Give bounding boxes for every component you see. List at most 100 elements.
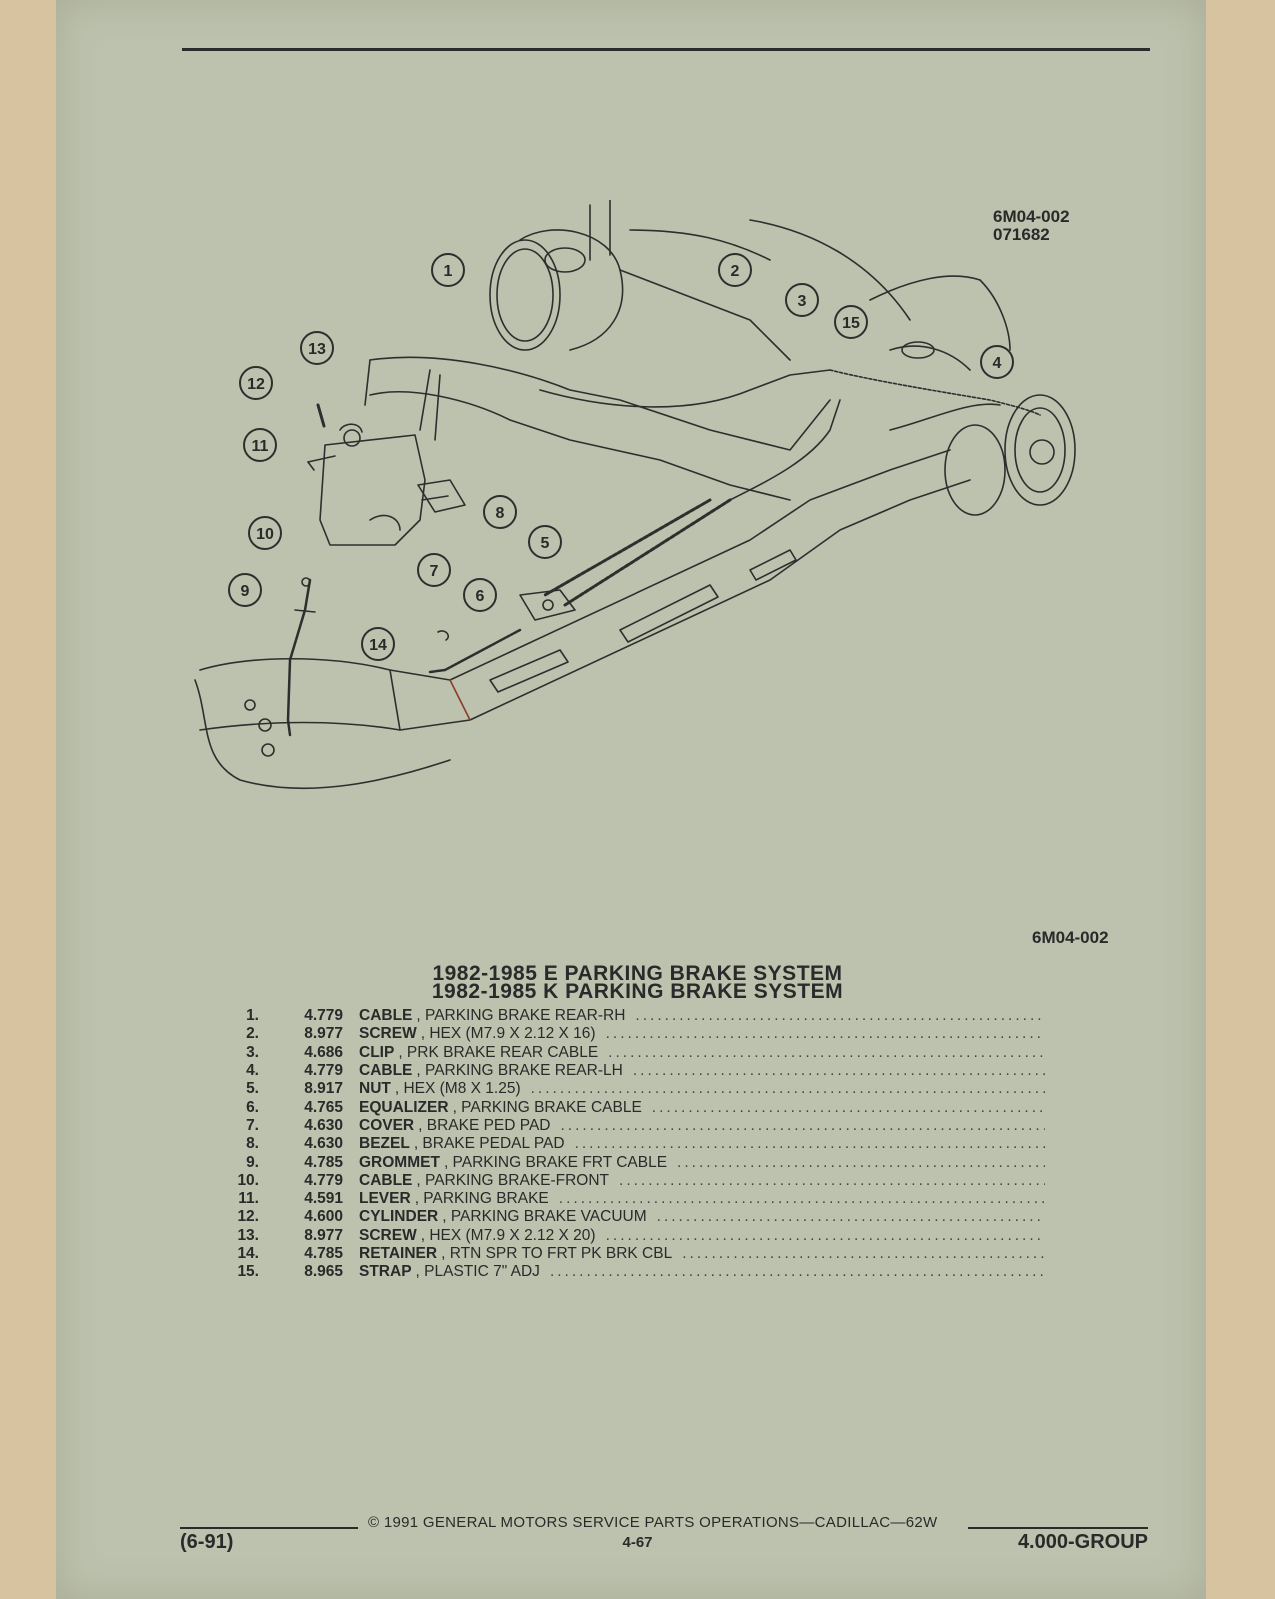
- part-code: 4.630: [304, 1116, 343, 1134]
- callout-10: 10: [248, 516, 282, 550]
- part-number: 7.: [246, 1116, 259, 1134]
- part-code: 8.977: [304, 1025, 343, 1043]
- part-name: SCREW: [359, 1226, 417, 1244]
- callout-13: 13: [300, 331, 334, 365]
- footer-group: 4.000-GROUP: [1017, 1531, 1148, 1553]
- dot-leader: ........................................…: [605, 1226, 1045, 1244]
- svg-text:7: 7: [430, 563, 439, 580]
- part-code: 4.785: [304, 1245, 343, 1262]
- svg-text:9: 9: [241, 583, 250, 600]
- footer-rule-right: [968, 1527, 1148, 1529]
- part-name: EQUALIZER: [359, 1098, 449, 1116]
- part-description: , PLASTIC 7" ADJ: [415, 1263, 540, 1281]
- dot-leader: ........................................…: [549, 1263, 1045, 1281]
- svg-text:10: 10: [256, 526, 274, 543]
- part-name: NUT: [359, 1080, 391, 1098]
- callout-4: 4: [980, 345, 1014, 379]
- part-description: , PARKING BRAKE: [414, 1190, 549, 1208]
- svg-text:13: 13: [308, 341, 326, 358]
- part-code: 4.630: [304, 1135, 343, 1153]
- part-number: 3.: [246, 1043, 259, 1061]
- part-name: GROMMET: [359, 1153, 440, 1171]
- svg-text:15: 15: [842, 315, 860, 332]
- part-code: 8.977: [304, 1226, 343, 1244]
- callout-7: 7: [417, 553, 451, 587]
- title-line-2: 1982-1985 K PARKING BRAKE SYSTEM: [431, 980, 844, 1003]
- part-name: STRAP: [359, 1263, 412, 1281]
- callout-3: 3: [785, 283, 819, 317]
- part-name: CABLE: [359, 1062, 413, 1080]
- part-code: 4.600: [304, 1208, 343, 1226]
- part-name: COVER: [359, 1116, 415, 1134]
- footer-date: (6-91): [180, 1531, 234, 1553]
- part-number: 10.: [237, 1171, 259, 1189]
- dot-leader: ........................................…: [605, 1025, 1045, 1043]
- page-sheet: [56, 0, 1206, 1599]
- part-number: 13.: [237, 1226, 259, 1244]
- part-description: , HEX (M7.9 X 2.12 X 20): [420, 1226, 596, 1244]
- part-name: BEZEL: [359, 1135, 410, 1153]
- part-number: 1.: [246, 1007, 259, 1025]
- svg-text:4: 4: [993, 355, 1002, 372]
- dot-leader: ........................................…: [560, 1116, 1046, 1134]
- dot-leader: ........................................…: [682, 1245, 1045, 1262]
- part-number: 9.: [246, 1153, 259, 1171]
- part-code: 4.779: [304, 1007, 343, 1025]
- dot-leader: ........................................…: [677, 1153, 1045, 1171]
- footer-copyright: © 1991 GENERAL MOTORS SERVICE PARTS OPER…: [368, 1514, 938, 1531]
- part-name: LEVER: [359, 1190, 411, 1208]
- part-name: CYLINDER: [359, 1208, 439, 1226]
- svg-text:6: 6: [476, 588, 485, 605]
- svg-text:14: 14: [369, 637, 387, 654]
- part-number: 15.: [237, 1263, 259, 1281]
- part-description: , RTN SPR TO FRT PK BRK CBL: [441, 1245, 673, 1262]
- callout-1: 1: [431, 253, 465, 287]
- svg-text:8: 8: [496, 505, 505, 522]
- part-description: , PARKING BRAKE REAR-LH: [416, 1062, 623, 1080]
- dot-leader: ........................................…: [608, 1043, 1045, 1061]
- part-number: 14.: [237, 1245, 259, 1262]
- part-number: 2.: [246, 1025, 259, 1043]
- dot-leader: ........................................…: [656, 1208, 1045, 1226]
- svg-text:3: 3: [798, 293, 807, 310]
- callout-6: 6: [463, 578, 497, 612]
- svg-text:2: 2: [731, 263, 740, 280]
- part-code: 4.779: [304, 1171, 343, 1189]
- dot-leader: ........................................…: [619, 1171, 1045, 1189]
- figure-ref-date: 071682: [993, 225, 1050, 244]
- part-description: , PARKING BRAKE CABLE: [452, 1098, 642, 1116]
- callout-8: 8: [483, 495, 517, 529]
- callout-15: 15: [834, 305, 868, 339]
- svg-text:5: 5: [541, 535, 550, 552]
- callout-9: 9: [228, 573, 262, 607]
- callout-12: 12: [239, 366, 273, 400]
- callout-14: 14: [361, 627, 395, 661]
- svg-text:11: 11: [252, 438, 269, 455]
- dot-leader: ........................................…: [558, 1190, 1045, 1208]
- callout-5: 5: [528, 525, 562, 559]
- callout-11: 11: [243, 428, 277, 462]
- part-name: SCREW: [359, 1025, 417, 1043]
- part-code: 4.779: [304, 1062, 343, 1080]
- dot-leader: ........................................…: [574, 1135, 1045, 1153]
- part-code: 4.686: [304, 1043, 343, 1061]
- dot-leader: ........................................…: [530, 1080, 1045, 1098]
- part-name: CABLE: [359, 1007, 413, 1025]
- dot-leader: ........................................…: [651, 1098, 1045, 1116]
- part-code: 4.765: [304, 1098, 343, 1116]
- part-description: , PARKING BRAKE VACUUM: [442, 1208, 647, 1226]
- top-rule: [182, 48, 1150, 51]
- part-description: , HEX (M7.9 X 2.12 X 16): [420, 1025, 596, 1043]
- footer-rule-left: [180, 1527, 358, 1529]
